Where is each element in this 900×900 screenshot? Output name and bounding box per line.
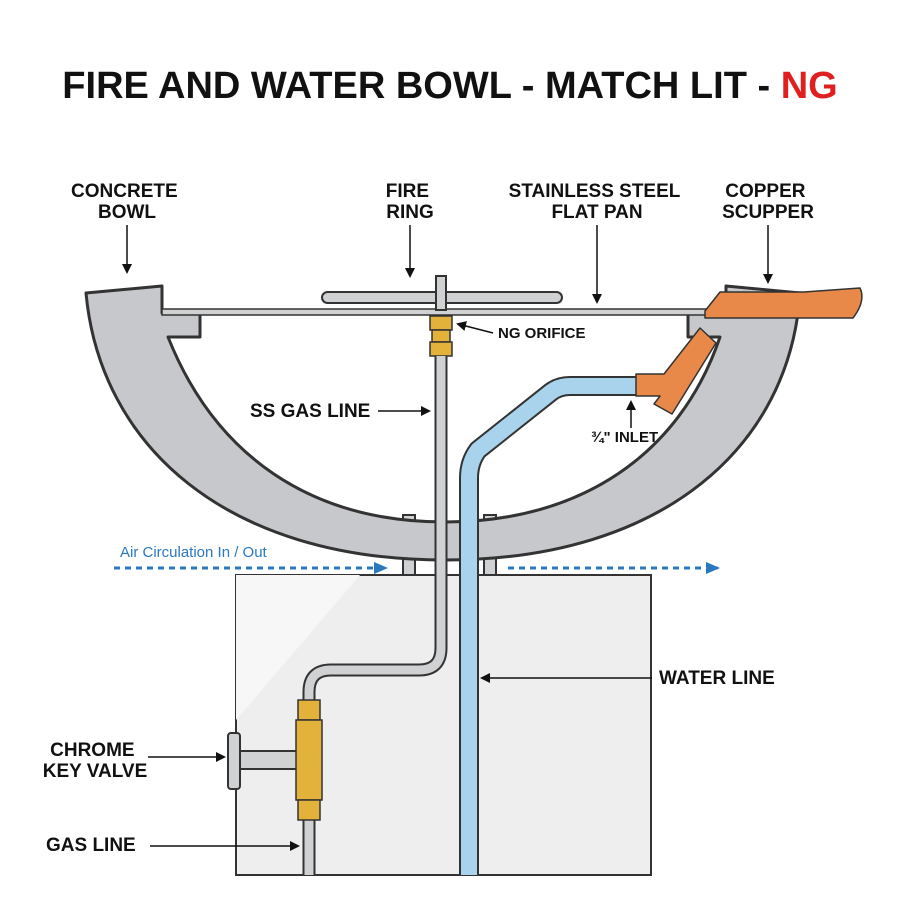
chrome-key-valve [227, 732, 299, 790]
inlet-label: ¾" INLET [591, 429, 658, 446]
title-main: FIRE AND WATER BOWL - MATCH LIT - [62, 65, 780, 107]
concrete-bowl-label: CONCRETE BOWL [71, 181, 183, 223]
copper-scupper-label: COPPER SCUPPER [722, 181, 814, 223]
flat-pan-label: STAINLESS STEEL FLAT PAN [509, 181, 686, 223]
copper-scupper [704, 287, 863, 319]
fire-ring-stem [435, 275, 447, 311]
copper-inlet [635, 327, 717, 415]
diagram-title: FIRE AND WATER BOWL - MATCH LIT - NG [62, 65, 837, 107]
water-line-label: WATER LINE [659, 668, 775, 689]
ng-orifice-arrow [456, 321, 494, 334]
concrete-bowl [84, 284, 802, 562]
chrome-key-valve-label: CHROME KEY VALVE [43, 740, 148, 782]
ss-gas-line-label: SS GAS LINE [250, 401, 370, 422]
title-accent: NG [781, 65, 838, 107]
pedestal-shading [236, 575, 360, 720]
brass-valve-fitting [295, 699, 323, 821]
ng-orifice-fitting [429, 315, 453, 357]
fire-ring-label: FIRE RING [386, 181, 435, 223]
gas-line-label: GAS LINE [46, 835, 136, 856]
ng-orifice-label: NG ORIFICE [498, 325, 586, 342]
air-circulation-label: Air Circulation In / Out [120, 544, 268, 561]
